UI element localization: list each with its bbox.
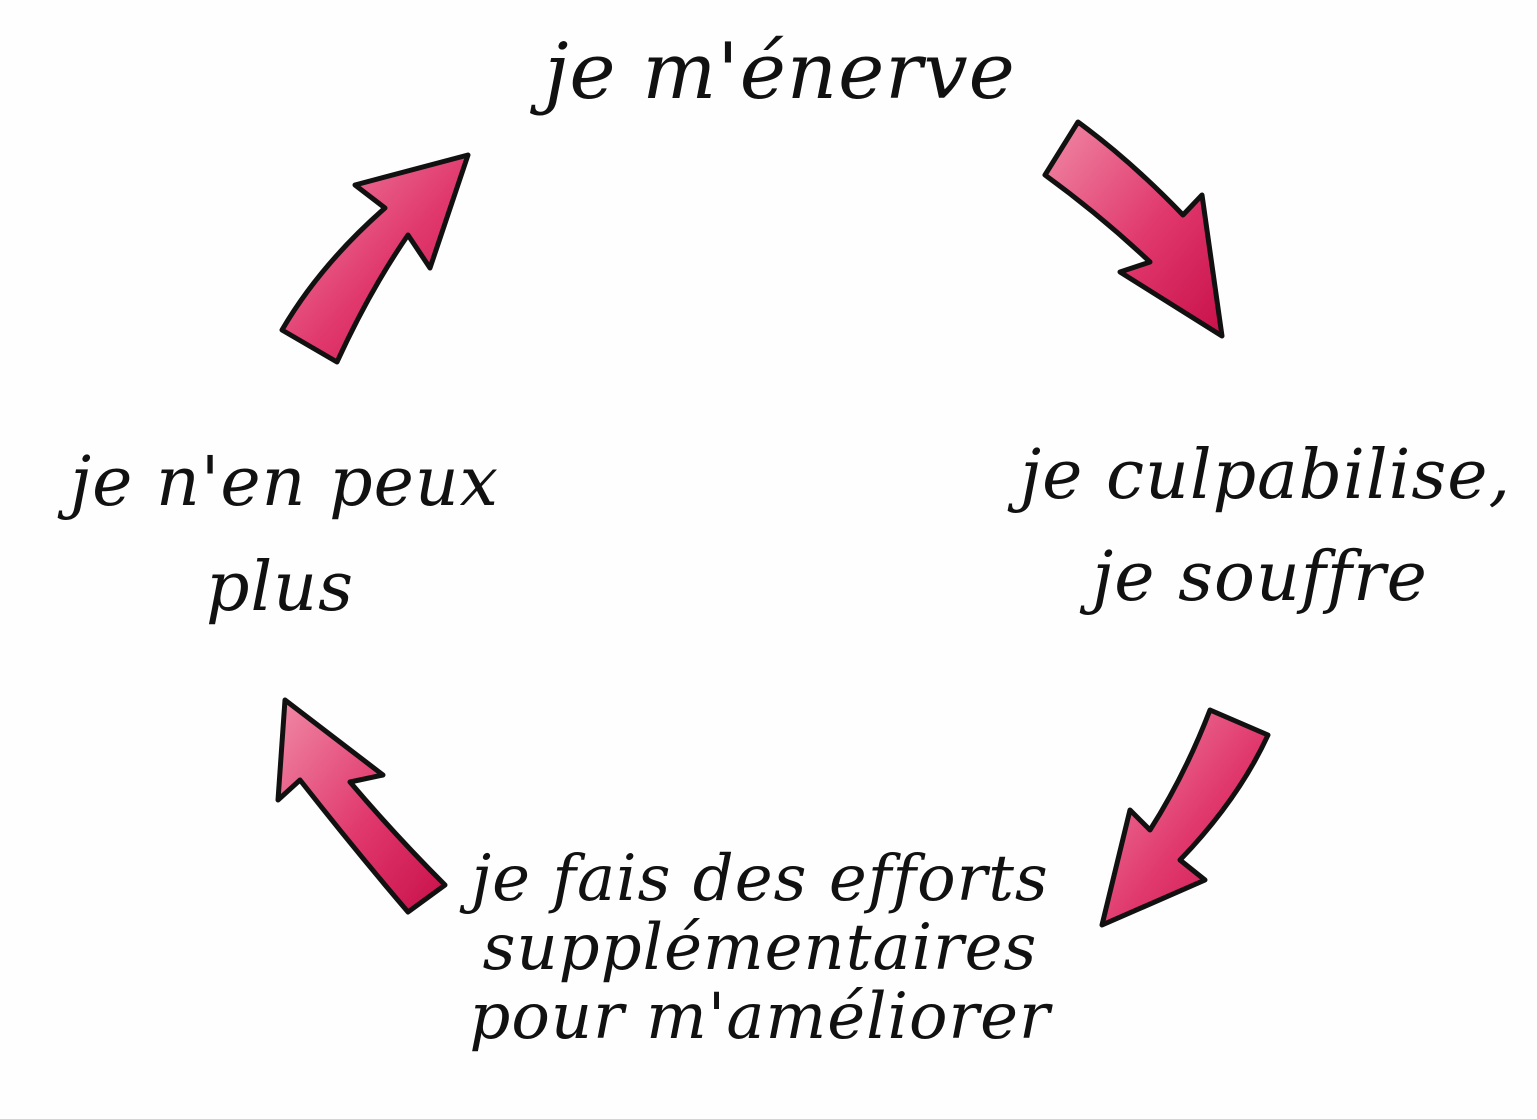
node-bottom-line-3: pour m'améliorer [469, 980, 1051, 1055]
cycle-node-right: je culpabilise, je souffre [1020, 425, 1512, 629]
node-left-line-2: plus [206, 548, 354, 628]
node-left-line-1: je n'en peux [70, 443, 499, 522]
node-right-line-2: je souffre [1092, 538, 1428, 617]
cycle-node-bottom: je fais des efforts supplémentaires pour… [430, 842, 1090, 1055]
arrow-right-to-bottom [1099, 707, 1271, 928]
arrow-bottom-to-left [275, 697, 448, 915]
node-right-line-1: je culpabilise, [1020, 436, 1512, 515]
node-bottom-line-1: je fais des efforts [471, 842, 1049, 916]
node-top-line-1: je m'énerve [544, 27, 1016, 117]
cycle-node-left: je n'en peux plus [70, 430, 499, 641]
arrow-top-to-right [1042, 119, 1225, 339]
arrow-left-to-top [279, 152, 471, 365]
cycle-node-top: je m'énerve [540, 27, 1020, 118]
node-bottom-line-2: supplémentaires [482, 911, 1038, 986]
